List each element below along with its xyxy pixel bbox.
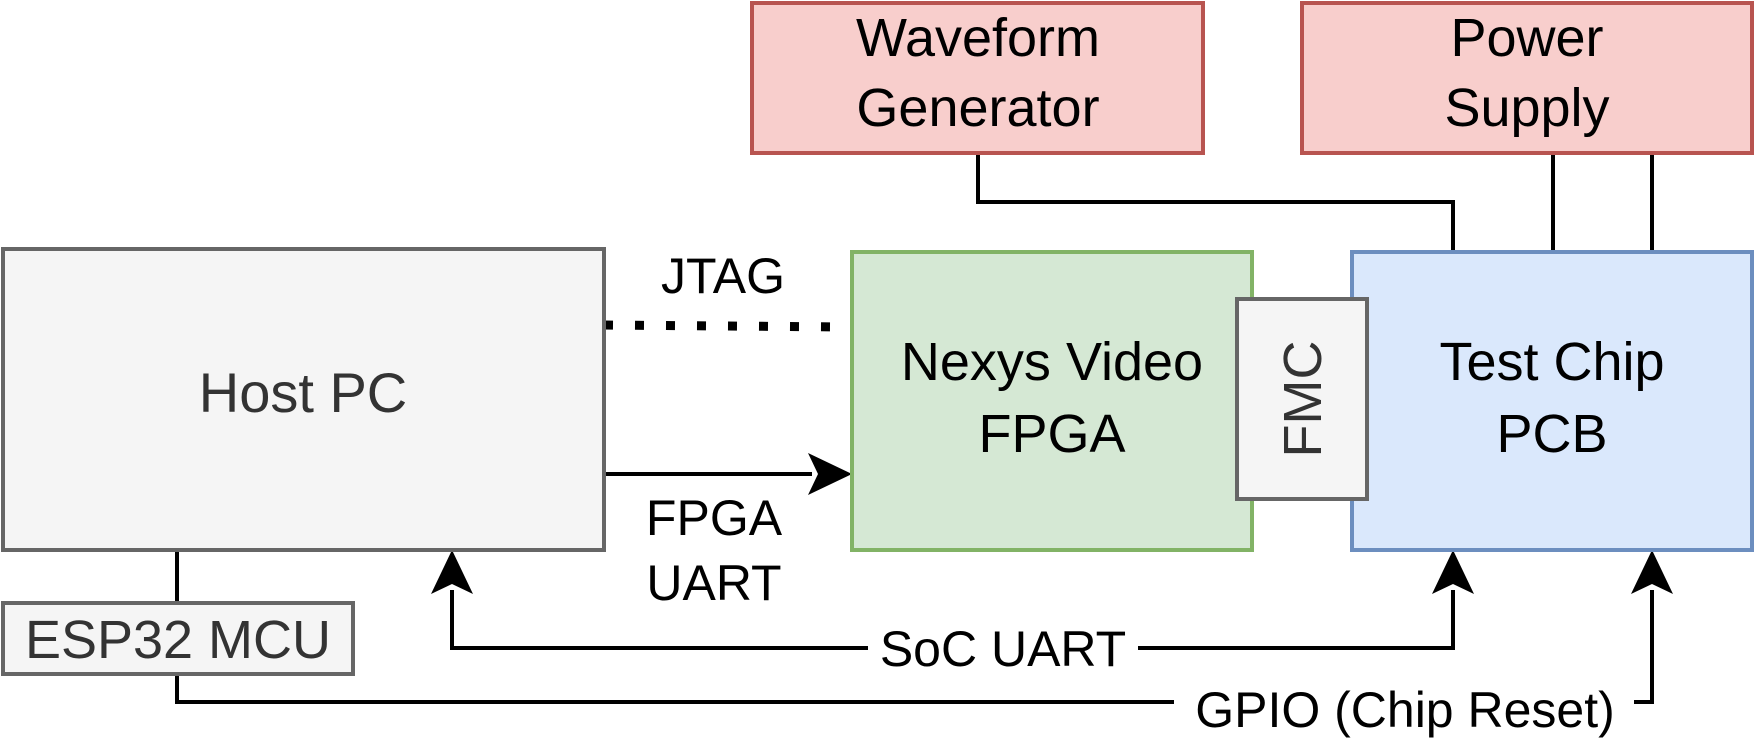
test-chip-label-line2: PCB — [1496, 404, 1607, 464]
waveform-generator-label-line2: Generator — [856, 78, 1099, 138]
fmc-label: FMC — [1273, 341, 1333, 458]
host-pc-label: Host PC — [199, 361, 408, 424]
jtag-label: JTAG — [661, 248, 785, 304]
fmc-connector-box — [1235, 297, 1369, 501]
test-chip-label-line1: Test Chip — [1439, 332, 1664, 392]
fpga-uart-arrowhead — [808, 453, 852, 495]
gpio-line — [175, 590, 1654, 704]
power-supply-box — [1300, 1, 1754, 155]
jtag-dotted-line — [603, 320, 853, 332]
esp32-mcu-label: ESP32 MCU — [25, 610, 331, 670]
power-supply-label-line1: Power — [1450, 8, 1603, 68]
gpio-arrowhead — [1631, 550, 1673, 594]
gpio-label: GPIO (Chip Reset) — [1195, 682, 1615, 738]
soc-uart-label: SoC UART — [880, 621, 1126, 677]
soc-uart-label-bg — [868, 622, 1138, 674]
soc-uart-arrowhead-host — [431, 550, 473, 594]
waveform-to-testchip-line — [976, 153, 1455, 252]
fpga-uart-label-line2: UART — [646, 555, 781, 611]
fpga-label-line2: FPGA — [978, 404, 1125, 464]
host-pc-box — [1, 247, 606, 552]
fpga-uart-label-line1: FPGA — [646, 490, 783, 546]
waveform-generator-label-line1: Waveform — [856, 8, 1100, 68]
waveform-generator-box — [750, 1, 1205, 155]
gpio-label-bg — [1174, 680, 1634, 738]
esp32-mcu-box — [1, 601, 355, 676]
power-supply-label-line2: Supply — [1444, 78, 1609, 138]
fpga-box — [850, 250, 1254, 552]
soc-uart-arrowhead-chip — [1432, 550, 1474, 594]
fpga-label-line1: Nexys Video — [901, 332, 1203, 392]
test-chip-pcb-box — [1350, 250, 1754, 552]
